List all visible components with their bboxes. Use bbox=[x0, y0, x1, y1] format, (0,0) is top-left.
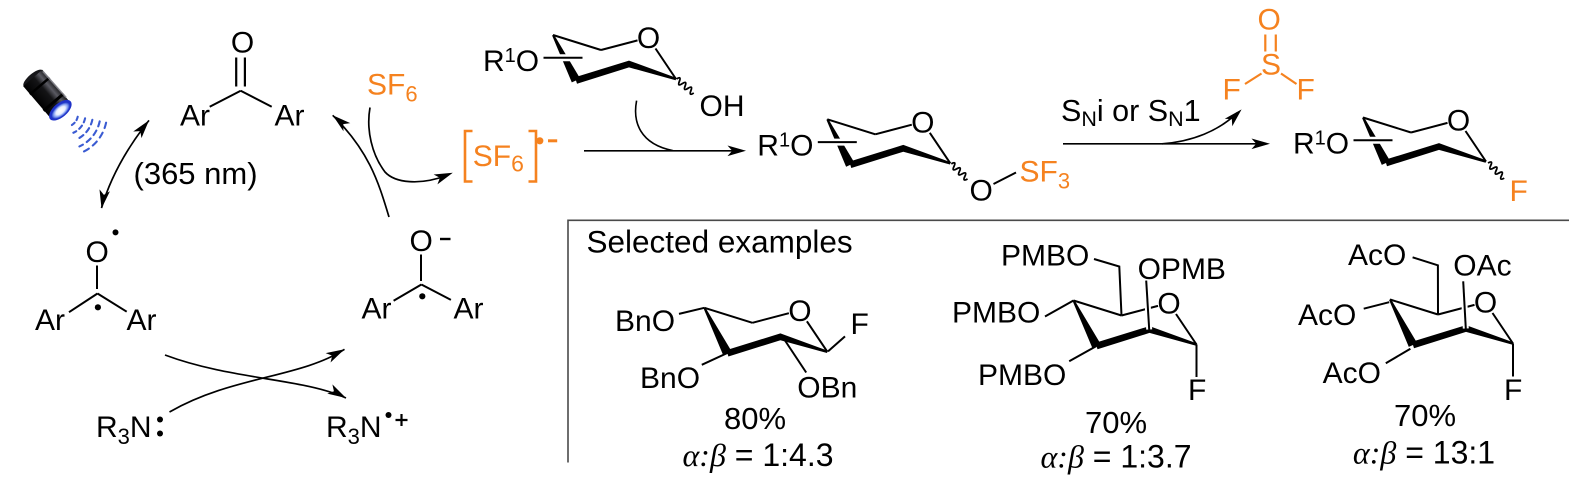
svg-text:Selected examples: Selected examples bbox=[587, 224, 853, 260]
svg-text:F: F bbox=[1510, 175, 1528, 208]
svg-text:F: F bbox=[1223, 74, 1241, 107]
svg-text:S: S bbox=[1261, 49, 1281, 82]
svg-text:α:β = 1:4.3: α:β = 1:4.3 bbox=[682, 437, 833, 473]
svg-text:O: O bbox=[970, 175, 993, 208]
svg-text:AcO: AcO bbox=[1323, 357, 1381, 390]
svg-text:AcO: AcO bbox=[1298, 299, 1356, 332]
svg-text:O: O bbox=[86, 236, 109, 269]
svg-text:80%: 80% bbox=[724, 401, 786, 436]
svg-text:Ar: Ar bbox=[127, 304, 157, 337]
svg-text:OH: OH bbox=[700, 90, 745, 123]
svg-text:R1O: R1O bbox=[1293, 128, 1349, 161]
svg-text:O: O bbox=[410, 225, 433, 258]
svg-text:F: F bbox=[1504, 374, 1522, 407]
svg-text:BnO: BnO bbox=[615, 305, 675, 338]
svg-text:70%: 70% bbox=[1394, 398, 1456, 433]
svg-text:OBn: OBn bbox=[797, 372, 857, 405]
svg-text:O: O bbox=[1258, 4, 1281, 37]
svg-text:OAc: OAc bbox=[1453, 250, 1511, 283]
svg-text:R3N: R3N bbox=[326, 411, 382, 449]
svg-text:Ar: Ar bbox=[362, 293, 392, 326]
svg-text:PMBO: PMBO bbox=[978, 359, 1066, 392]
svg-text:70%: 70% bbox=[1085, 405, 1147, 440]
svg-text:AcO: AcO bbox=[1348, 239, 1406, 272]
svg-text:BnO: BnO bbox=[640, 362, 700, 395]
svg-text:α:β = 1:3.7: α:β = 1:3.7 bbox=[1040, 439, 1191, 475]
svg-text:R3N: R3N bbox=[96, 411, 152, 449]
svg-text:Ar: Ar bbox=[275, 100, 305, 133]
svg-text:PMBO: PMBO bbox=[1001, 240, 1089, 273]
svg-text:F: F bbox=[1297, 74, 1315, 107]
svg-text:F: F bbox=[1188, 374, 1206, 407]
svg-text:Ar: Ar bbox=[454, 293, 484, 326]
svg-text:Ar: Ar bbox=[180, 100, 210, 133]
svg-text:O: O bbox=[231, 26, 254, 59]
svg-text:F: F bbox=[851, 308, 869, 341]
svg-text:α:β = 13:1: α:β = 13:1 bbox=[1353, 435, 1495, 471]
svg-text:(365 nm): (365 nm) bbox=[134, 156, 258, 191]
svg-text:Ar: Ar bbox=[35, 304, 65, 337]
svg-text:OPMB: OPMB bbox=[1138, 253, 1226, 286]
svg-text:PMBO: PMBO bbox=[952, 297, 1040, 330]
